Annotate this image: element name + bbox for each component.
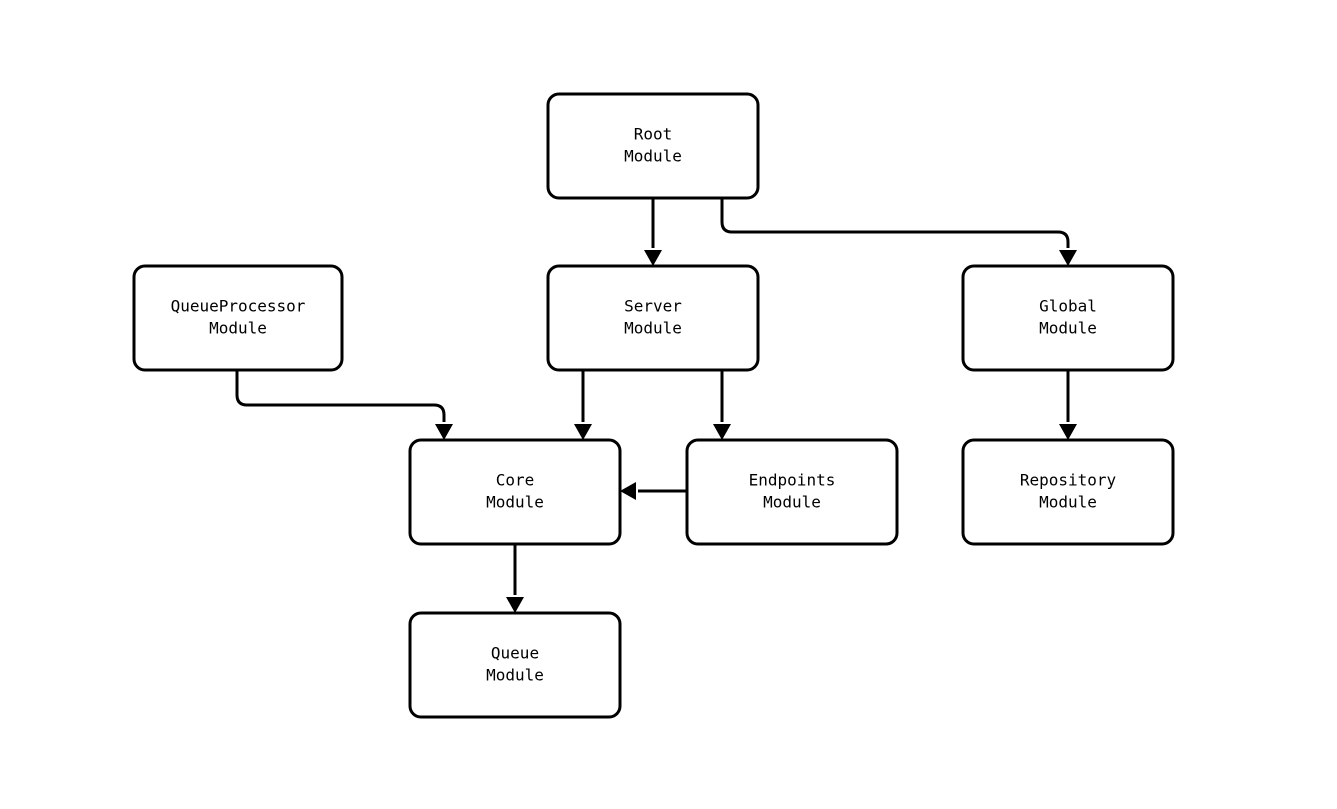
node-box[interactable] [408, 611, 622, 719]
node-label-line2: Module [1039, 493, 1097, 512]
arrowhead-icon [1059, 250, 1077, 266]
edge-root-to-global [720, 198, 1077, 266]
arrowhead-icon [574, 424, 592, 440]
edge-root-to-server [644, 198, 662, 266]
edge-server-to-core [574, 370, 592, 440]
node-label-line1: QueueProcessor [171, 297, 306, 316]
node-label-line1: Repository [1020, 471, 1117, 490]
edge-server-to-endpoints [713, 370, 731, 440]
node-label-line2: Module [763, 493, 821, 512]
node-label-line2: Module [486, 666, 544, 685]
arrowhead-icon [506, 597, 524, 613]
node-box[interactable] [408, 438, 622, 546]
node-box[interactable] [961, 438, 1175, 546]
edge-global-to-repository [1059, 370, 1077, 440]
arrowhead-icon [713, 424, 731, 440]
node-label-line2: Module [624, 147, 682, 166]
node-label-line1: Queue [491, 644, 539, 663]
arrowhead-icon [620, 482, 636, 500]
node-label-line1: Endpoints [749, 471, 836, 490]
edge-layer [235, 198, 1077, 613]
edge-endpoints-to-core [620, 482, 687, 500]
node-box[interactable] [546, 92, 760, 200]
edge-line [235, 370, 446, 422]
node-label-line1: Global [1039, 297, 1097, 316]
node-box[interactable] [546, 264, 760, 372]
edge-line [720, 198, 1070, 248]
node-label-line1: Root [634, 125, 673, 144]
node-box[interactable] [132, 264, 344, 372]
node-box[interactable] [685, 438, 899, 546]
node-layer: RootModuleQueueProcessorModuleServerModu… [132, 92, 1175, 719]
arrowhead-icon [435, 424, 453, 440]
node-label-line2: Module [1039, 319, 1097, 338]
arrowhead-icon [1059, 424, 1077, 440]
node-label-line1: Server [624, 297, 682, 316]
arrowhead-icon [644, 250, 662, 266]
node-label-line2: Module [209, 319, 267, 338]
node-label-line2: Module [486, 493, 544, 512]
node-box[interactable] [961, 264, 1175, 372]
node-label-line2: Module [624, 319, 682, 338]
edge-core-to-queue [506, 544, 524, 613]
node-label-line1: Core [496, 471, 535, 490]
edge-queueprocessor-to-core [235, 370, 453, 440]
